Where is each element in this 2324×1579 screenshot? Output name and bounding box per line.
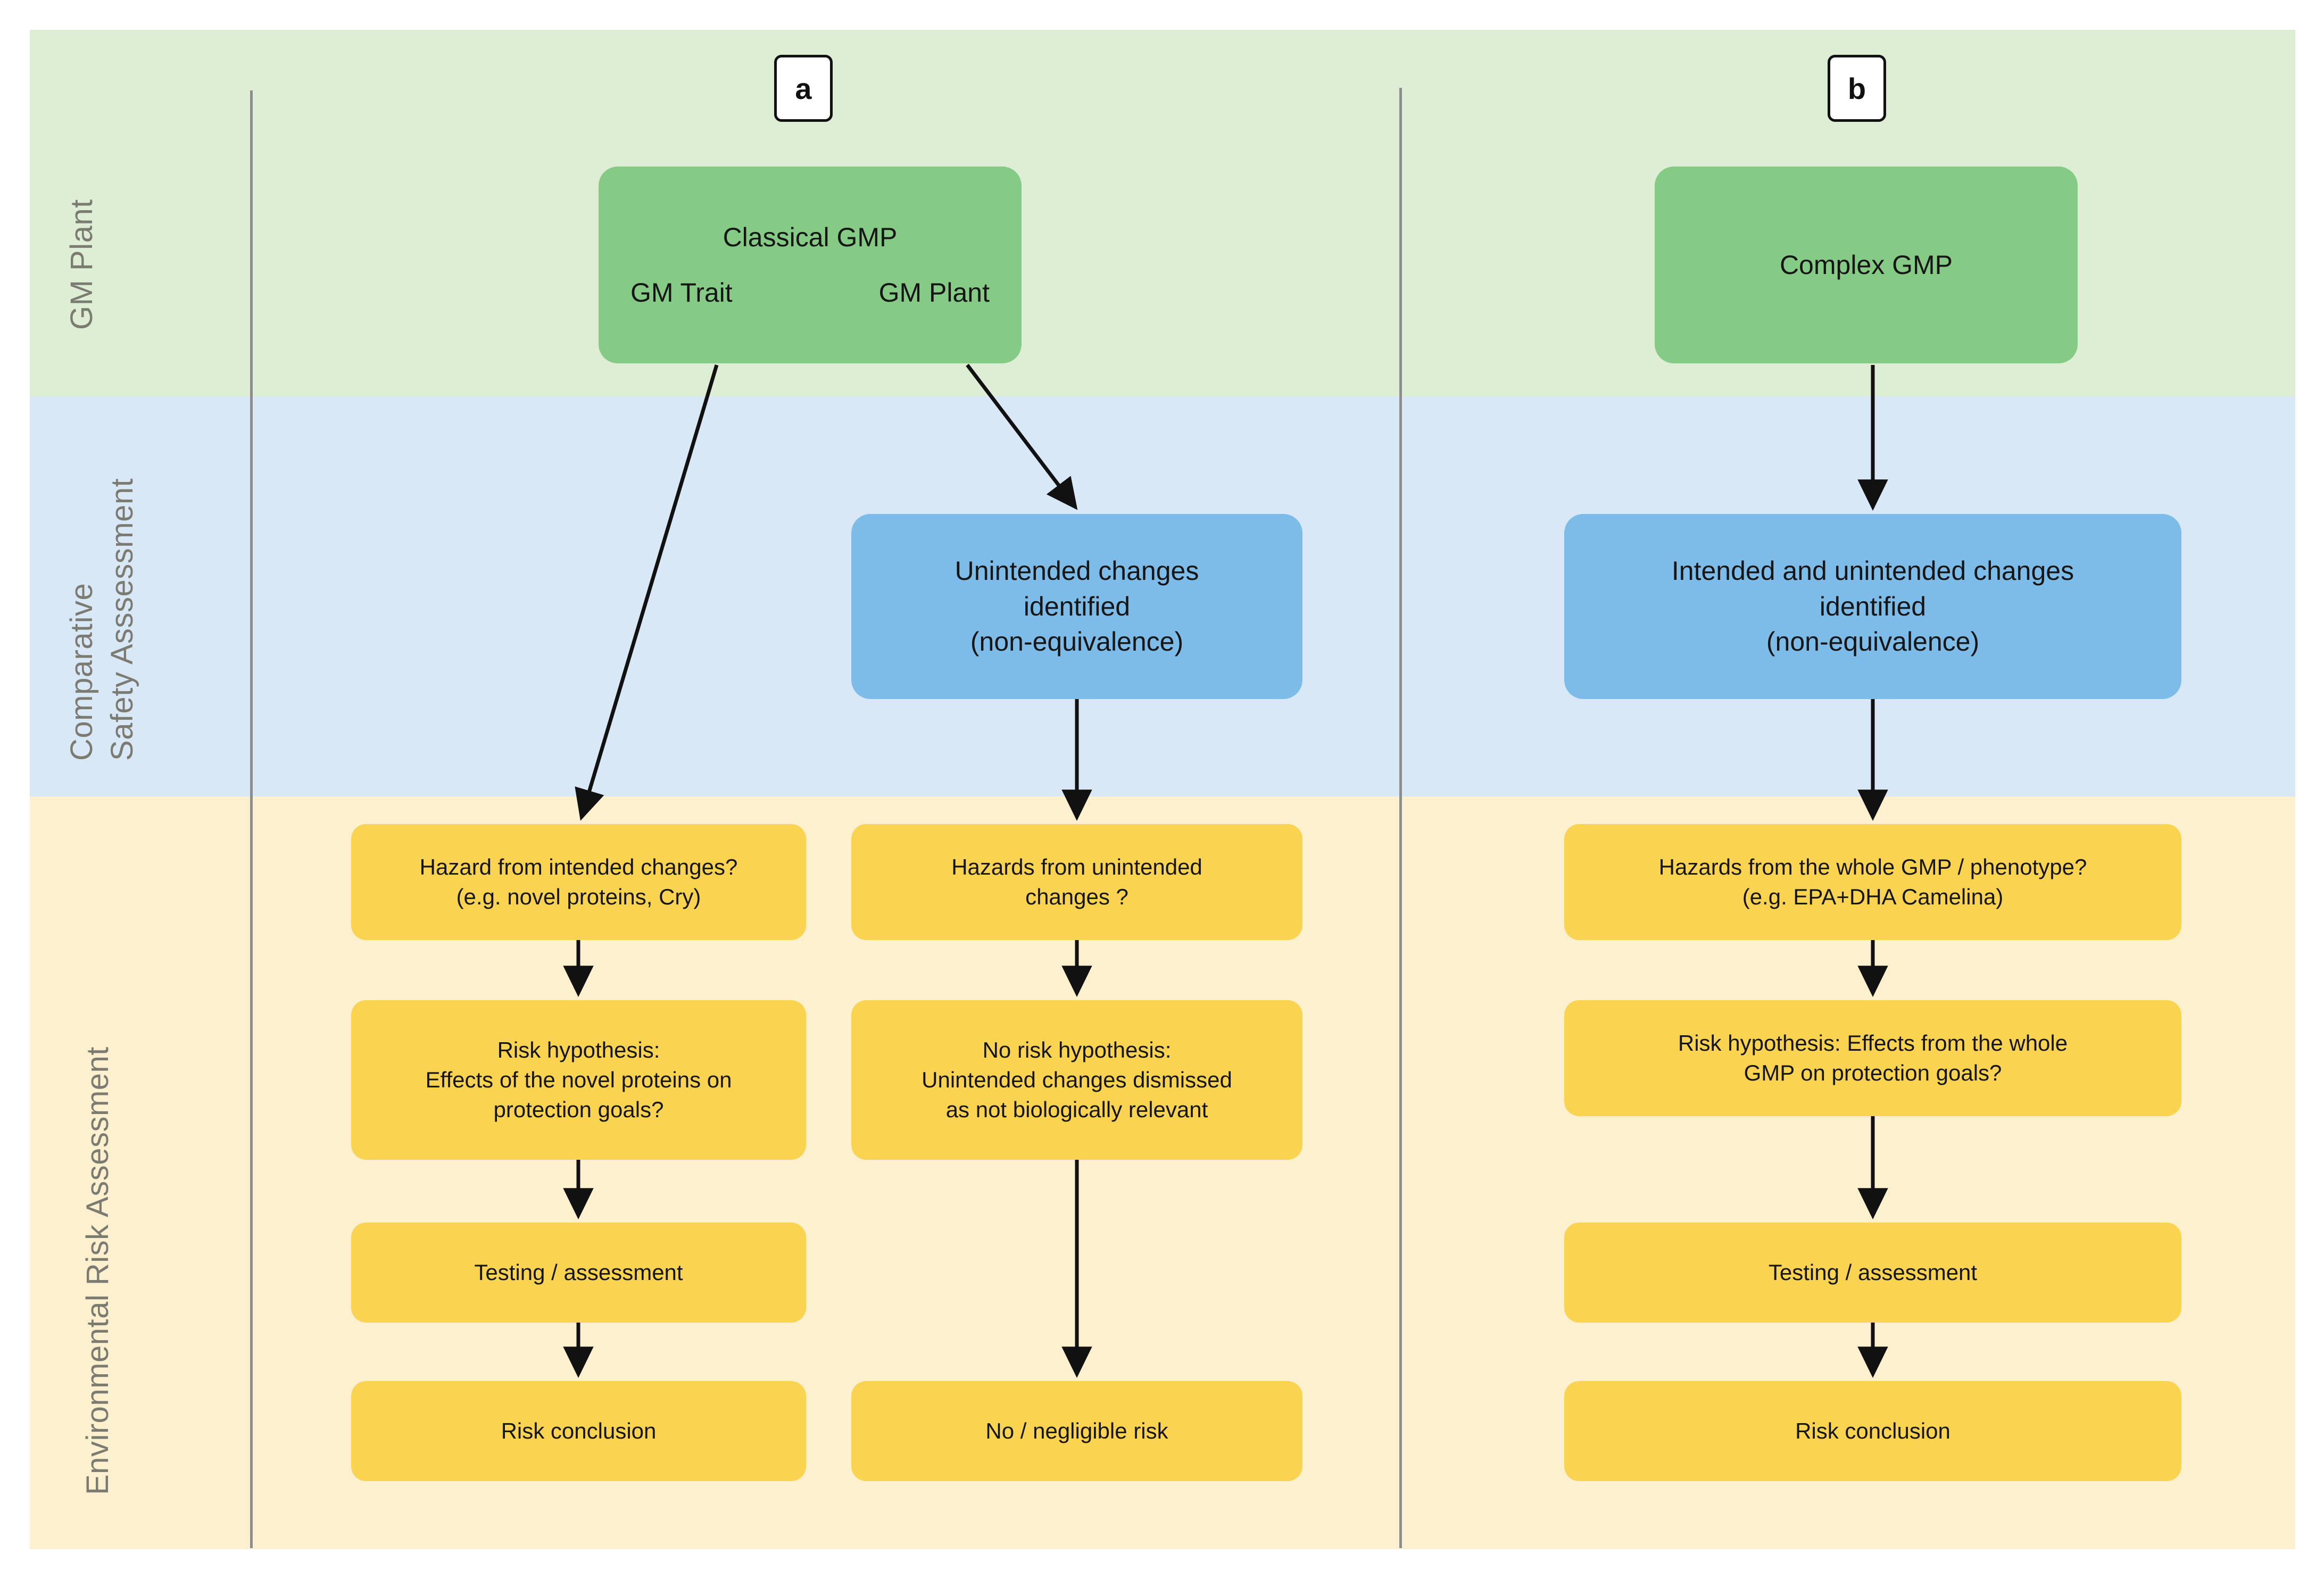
- testing-a-label: Testing / assessment: [474, 1260, 683, 1285]
- risk-hypothesis-b-line2: GMP on protection goals?: [1744, 1060, 2002, 1085]
- no-risk-hypothesis-line2: Unintended changes dismissed: [922, 1067, 1232, 1093]
- hazard-whole-gmp-line1: Hazards from the whole GMP / phenotype?: [1658, 854, 2087, 880]
- hazard-whole-gmp-line2: (e.g. EPA+DHA Camelina): [1742, 884, 2004, 909]
- node-complex-gmp: Complex GMP: [1655, 167, 2078, 363]
- node-unintended-changes: Unintended changes identified (non-equiv…: [851, 514, 1302, 699]
- node-risk-conclusion-a: Risk conclusion: [351, 1381, 806, 1481]
- risk-hypothesis-b-line1: Risk hypothesis: Effects from the whole: [1678, 1030, 2068, 1056]
- node-classical-gmp: Classical GMP GM Trait GM Plant: [599, 167, 1022, 363]
- node-hazard-whole-gmp: Hazards from the whole GMP / phenotype? …: [1564, 824, 2181, 940]
- hazard-unintended-line1: Hazards from unintended: [951, 854, 1202, 880]
- risk-hypothesis-a-line2: Effects of the novel proteins on: [425, 1067, 732, 1093]
- risk-hypothesis-a-line3: protection goals?: [493, 1096, 664, 1122]
- no-risk-hypothesis-line3: as not biologically relevant: [945, 1096, 1208, 1122]
- node-testing-assessment-a: Testing / assessment: [351, 1223, 806, 1323]
- node-risk-hypothesis-a: Risk hypothesis: Effects of the novel pr…: [351, 1000, 806, 1160]
- hazard-intended-line2: (e.g. novel proteins, Cry): [456, 884, 701, 909]
- node-negligible-risk: No / negligible risk: [851, 1381, 1302, 1481]
- band-label-safety-assessment: Safety Asssessment: [105, 478, 139, 761]
- unintended-changes-line2: identified: [1023, 591, 1131, 621]
- classical-gmp-gm-plant: GM Plant: [878, 278, 990, 308]
- both-changes-line1: Intended and unintended changes: [1671, 556, 2074, 586]
- node-risk-hypothesis-b: Risk hypothesis: Effects from the whole …: [1564, 1000, 2181, 1116]
- band-label-gm-plant: GM Plant: [64, 199, 99, 330]
- node-hazard-unintended-changes: Hazards from unintended changes ?: [851, 824, 1302, 940]
- both-changes-line3: (non-equivalence): [1766, 627, 1980, 657]
- node-hazard-intended-changes: Hazard from intended changes? (e.g. nove…: [351, 824, 806, 940]
- risk-hypothesis-a-line1: Risk hypothesis:: [497, 1037, 660, 1063]
- both-changes-line2: identified: [1819, 591, 1927, 621]
- testing-b-label: Testing / assessment: [1768, 1260, 1978, 1285]
- hazard-intended-line1: Hazard from intended changes?: [419, 854, 738, 880]
- unintended-changes-line1: Unintended changes: [954, 556, 1199, 586]
- complex-gmp-label: Complex GMP: [1779, 250, 1953, 280]
- panel-divider-b: [1399, 88, 1402, 1548]
- panel-tag-b: b: [1828, 55, 1886, 122]
- panel-tag-a: a: [774, 55, 833, 122]
- risk-conclusion-b-label: Risk conclusion: [1795, 1418, 1950, 1444]
- classical-gmp-subitems: GM Trait GM Plant: [611, 275, 1009, 311]
- panel-divider-a: [250, 90, 253, 1548]
- classical-gmp-title: Classical GMP: [723, 222, 898, 252]
- classical-gmp-gm-trait: GM Trait: [630, 278, 733, 308]
- risk-conclusion-a-label: Risk conclusion: [501, 1418, 657, 1444]
- band-label-comparative: Comparative: [64, 583, 99, 761]
- node-no-risk-hypothesis: No risk hypothesis: Unintended changes d…: [851, 1000, 1302, 1160]
- no-risk-hypothesis-line1: No risk hypothesis:: [982, 1037, 1172, 1063]
- band-label-environmental-risk-assessment: Environmental Risk Assessment: [80, 1046, 115, 1495]
- hazard-unintended-line2: changes ?: [1025, 884, 1128, 909]
- unintended-changes-line3: (non-equivalence): [970, 627, 1184, 657]
- node-risk-conclusion-b: Risk conclusion: [1564, 1381, 2181, 1481]
- negligible-risk-label: No / negligible risk: [985, 1418, 1168, 1444]
- node-testing-assessment-b: Testing / assessment: [1564, 1223, 2181, 1323]
- node-intended-and-unintended-changes: Intended and unintended changes identifi…: [1564, 514, 2181, 699]
